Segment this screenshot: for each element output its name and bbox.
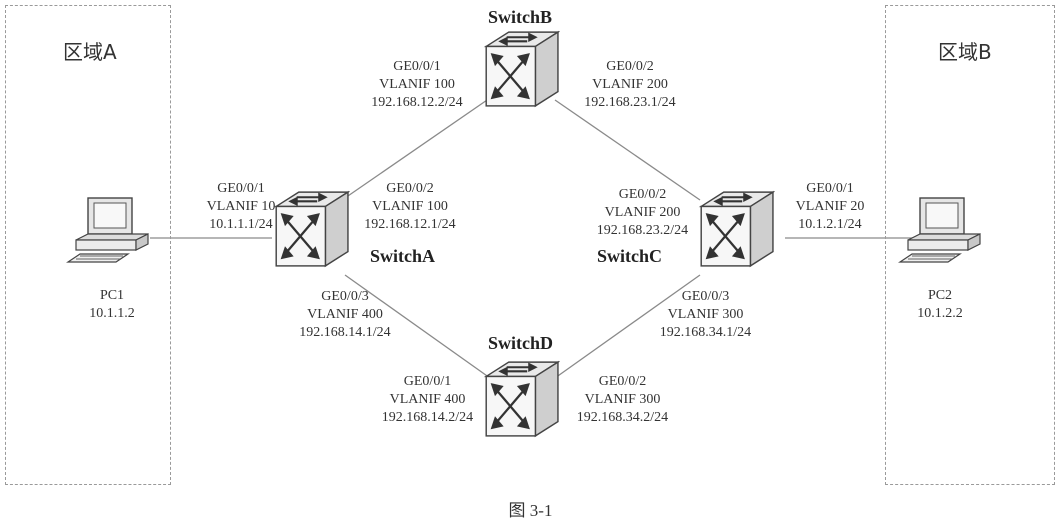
link-switchd-switchc [554, 274, 701, 379]
port-label: GE0/0/2 [606, 59, 654, 74]
pc2-label: PC2 10.1.2.2 [900, 287, 980, 323]
switch-c-icon [700, 190, 775, 268]
port-label: GE0/0/1 [806, 181, 854, 196]
ip-label: 10.1.1.1/24 [209, 217, 273, 232]
switch-d-name: SwitchD [488, 333, 554, 353]
switch-d-icon [485, 360, 560, 438]
interface-label: GE0/0/2 VLANIF 200 192.168.23.2/24 [585, 186, 700, 240]
pc1-ip: 10.1.1.2 [89, 306, 135, 321]
vlanif-label: VLANIF 100 [372, 199, 448, 214]
ip-label: 192.168.34.1/24 [659, 325, 752, 340]
vlanif-label: VLANIF 400 [307, 307, 383, 322]
zone-b-title: 区域B [938, 40, 992, 64]
pc1-name: PC1 [99, 288, 125, 303]
vlanif-label: VLANIF 200 [592, 77, 668, 92]
port-label: GE0/0/2 [618, 187, 667, 202]
vlanif-label: VLANIF 400 [389, 392, 466, 407]
port-label: GE0/0/1 [403, 374, 452, 389]
vlanif-label: VLANIF 100 [379, 77, 455, 92]
switch-b-icon [485, 30, 560, 108]
link-switchb-switchc [554, 99, 701, 201]
zone-a [5, 5, 171, 485]
ip-label: 192.168.23.1/24 [584, 95, 676, 110]
ip-label: 192.168.12.2/24 [371, 95, 463, 110]
interface-label: GE0/0/1 VLANIF 100 192.168.12.2/24 [357, 58, 477, 112]
port-label: GE0/0/2 [598, 374, 647, 389]
link-switcha-switchb [344, 97, 491, 199]
zone-a-title: 区域A [63, 40, 117, 64]
interface-label: GE0/0/2 VLANIF 100 192.168.12.1/24 [355, 180, 465, 234]
link-switcha-switchd [344, 274, 491, 379]
vlanif-label: VLANIF 10 [206, 199, 276, 214]
ip-label: 192.168.12.1/24 [364, 217, 456, 232]
interface-label: GE0/0/2 VLANIF 200 192.168.23.1/24 [570, 58, 690, 112]
pc2-ip: 10.1.2.2 [917, 306, 963, 321]
interface-label: GE0/0/1 VLANIF 10 10.1.1.1/24 [186, 180, 296, 234]
interface-label: GE0/0/2 VLANIF 300 192.168.34.2/24 [565, 373, 680, 427]
ip-label: 10.1.2.1/24 [798, 217, 862, 232]
ip-label: 192.168.23.2/24 [596, 223, 689, 238]
interface-label: GE0/0/1 VLANIF 20 10.1.2.1/24 [780, 180, 880, 234]
switch-a-name: SwitchA [370, 246, 436, 266]
ip-label: 192.168.14.1/24 [299, 325, 391, 340]
pc2-name: PC2 [927, 288, 953, 303]
port-label: GE0/0/2 [386, 181, 434, 196]
interface-label: GE0/0/1 VLANIF 400 192.168.14.2/24 [370, 373, 485, 427]
vlanif-label: VLANIF 200 [604, 205, 681, 220]
ip-label: 192.168.14.2/24 [381, 410, 474, 425]
port-label: GE0/0/3 [681, 289, 730, 304]
interface-label: GE0/0/3 VLANIF 300 192.168.34.1/24 [648, 288, 763, 342]
port-label: GE0/0/1 [393, 59, 441, 74]
switch-b-name: SwitchB [488, 7, 553, 27]
vlanif-label: VLANIF 20 [795, 199, 865, 214]
port-label: GE0/0/3 [321, 289, 369, 304]
vlanif-label: VLANIF 300 [584, 392, 661, 407]
port-label: GE0/0/1 [217, 181, 265, 196]
pc1-label: PC1 10.1.1.2 [72, 287, 152, 323]
ip-label: 192.168.34.2/24 [576, 410, 669, 425]
vlanif-label: VLANIF 300 [667, 307, 744, 322]
figure-caption: 图 3-1 [508, 501, 553, 520]
interface-label: GE0/0/3 VLANIF 400 192.168.14.1/24 [290, 288, 400, 342]
zone-b [885, 5, 1055, 485]
switch-c-name: SwitchC [597, 246, 663, 266]
